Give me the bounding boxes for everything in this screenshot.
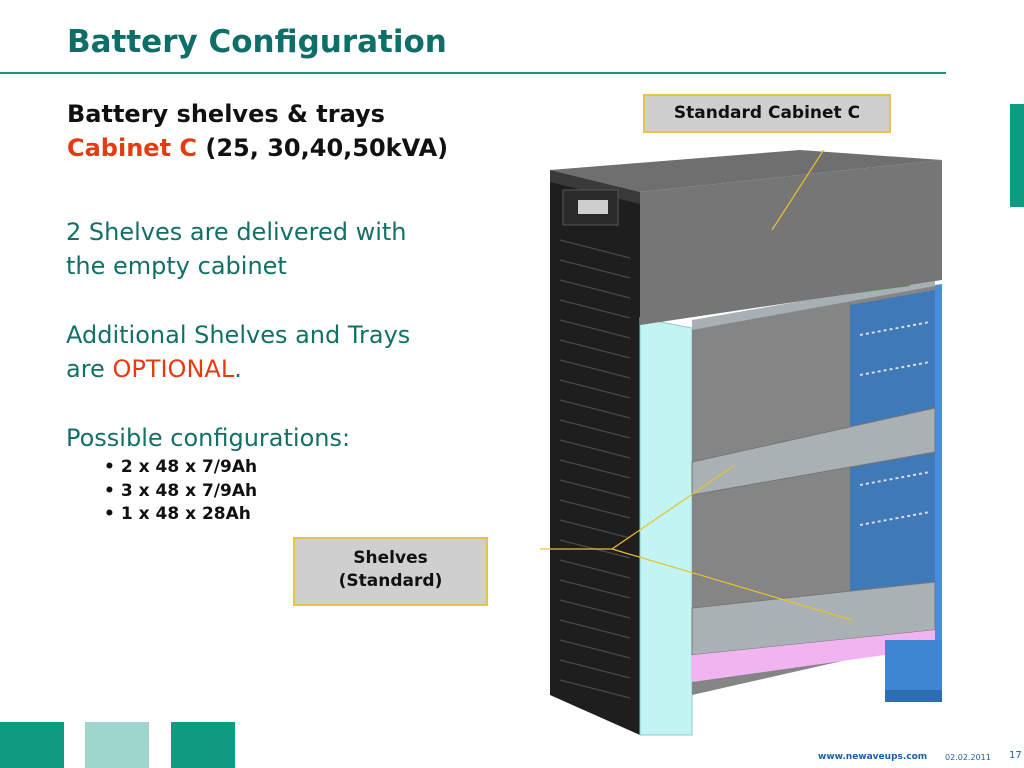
footer-square-3 <box>171 722 235 768</box>
shelves-callout-line-1: Shelves <box>353 548 428 568</box>
subtitle-line-2: Cabinet C (25, 30,40,50kVA) <box>67 134 448 162</box>
delivery-note: 2 Shelves are delivered with the empty c… <box>66 215 407 283</box>
footer-date: 02.02.2011 <box>945 753 991 762</box>
subtitle-line-1: Battery shelves & trays <box>67 100 385 128</box>
subtitle-rest: (25, 30,40,50kVA) <box>197 134 449 162</box>
configurations-heading: Possible configurations: <box>66 424 351 452</box>
configuration-item: 2 x 48 x 7/9Ah <box>104 456 257 480</box>
slide-title: Battery Configuration <box>67 24 447 60</box>
shelves-callout-line-2: (Standard) <box>338 571 443 591</box>
standard-cabinet-callout: Standard Cabinet C <box>643 94 891 133</box>
footer-square-2 <box>85 722 149 768</box>
delivery-note-line-2: the empty cabinet <box>66 252 287 280</box>
leader-lines <box>540 150 853 621</box>
cabinet-foot <box>885 640 942 702</box>
shelves-callout: Shelves (Standard) <box>293 537 488 606</box>
optional-note-suffix: . <box>234 355 242 383</box>
title-divider <box>0 72 946 74</box>
optional-note-prefix: are <box>66 355 113 383</box>
footer-url-link[interactable]: www.newaveups.com <box>818 752 928 762</box>
optional-note-line-2: are OPTIONAL. <box>66 352 410 386</box>
optional-note: Additional Shelves and Trays are OPTIONA… <box>66 318 410 386</box>
optional-highlight: OPTIONAL <box>112 355 235 383</box>
battery-cabinet-illustration <box>540 150 942 736</box>
cabinet-top <box>550 150 942 325</box>
accent-bar <box>1010 104 1024 207</box>
optional-note-line-1: Additional Shelves and Trays <box>66 321 411 349</box>
configuration-item: 1 x 48 x 28Ah <box>104 503 257 527</box>
delivery-note-line-1: 2 Shelves are delivered with <box>66 218 407 246</box>
footer-square-1 <box>0 722 64 768</box>
subtitle-highlight: Cabinet C <box>67 134 198 162</box>
page-number: 17 <box>1009 750 1022 761</box>
ups-tower <box>550 170 640 735</box>
configurations-list: 2 x 48 x 7/9Ah 3 x 48 x 7/9Ah 1 x 48 x 2… <box>104 456 257 527</box>
configuration-item: 3 x 48 x 7/9Ah <box>104 480 257 504</box>
